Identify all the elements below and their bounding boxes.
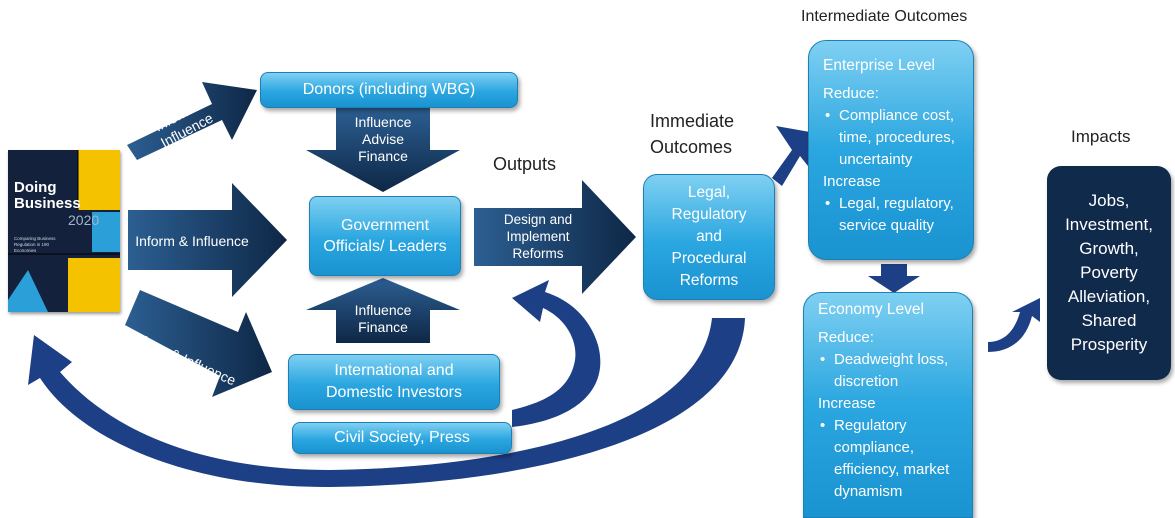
- report-subtitle: Comparing Business Regulation in 190 Eco…: [14, 236, 56, 253]
- investor-influence-line1: Influence: [354, 302, 412, 318]
- government-box: Government Officials/ Leaders: [309, 196, 461, 276]
- donor-influence-text: Influence Advise Finance: [336, 114, 430, 165]
- enterprise-increase-item: Legal, regulatory, service quality: [823, 193, 959, 237]
- inform-arrow-bottom: [125, 290, 272, 397]
- design-reforms-line3: Reforms: [512, 246, 564, 261]
- enterprise-to-economy-arrow: [868, 264, 920, 293]
- impacts-heading: Impacts: [1071, 127, 1131, 146]
- impact-growth: Growth,: [1079, 239, 1139, 258]
- report-title-line1: Doing: [14, 179, 57, 196]
- donor-influence-line2: Advise: [361, 131, 405, 147]
- design-reforms-arrow: [474, 180, 636, 294]
- donors-box: Donors (including WBG): [260, 72, 518, 108]
- economy-reduce: Reduce:: [818, 329, 874, 346]
- enterprise-increase: Increase: [823, 173, 881, 190]
- report-cover: Doing Business 2020 Comparing Business R…: [8, 150, 120, 312]
- design-reforms-line1: Design and: [503, 212, 573, 227]
- impact-prosperity: Prosperity: [1070, 335, 1148, 354]
- inform-label-middle: Inform & Influence: [135, 233, 249, 249]
- inform-arrow-middle: [128, 183, 287, 297]
- investor-influence-arrow: [306, 278, 460, 343]
- report-cover-graphic: [8, 150, 120, 312]
- investors-box: International and Domestic Investors: [288, 354, 500, 410]
- design-reforms-text: Design and Implement Reforms: [478, 211, 598, 262]
- report-year: 2020: [68, 212, 100, 228]
- impact-shared: Shared: [1081, 311, 1137, 330]
- enterprise-reduce-item: Compliance cost, time, procedures, uncer…: [823, 105, 959, 171]
- investors-label: International and Domestic Investors: [325, 362, 463, 401]
- civil-society-label: Civil Society, Press: [334, 429, 470, 446]
- investor-influence-line2: Finance: [358, 319, 408, 335]
- impacts-box: Jobs, Investment, Growth, Poverty Allevi…: [1047, 166, 1171, 380]
- intermediate-outcomes-heading: Intermediate Outcomes: [801, 8, 968, 25]
- civil-society-box: Civil Society, Press: [292, 422, 512, 454]
- impact-alleviation: Alleviation,: [1067, 287, 1151, 306]
- economy-reduce-item: Deadweight loss, discretion: [818, 349, 958, 393]
- investor-influence-text: Influence Finance: [336, 302, 430, 336]
- immediate-outcomes-heading: Immediate Outcomes: [650, 111, 735, 157]
- economy-increase-item: Regulatory compliance, efficiency, marke…: [818, 415, 958, 503]
- enterprise-level-box: Enterprise Level Reduce: Compliance cost…: [808, 40, 974, 260]
- donors-label: Donors (including WBG): [302, 81, 476, 98]
- economy-level-box: Economy Level Reduce: Deadweight loss, d…: [803, 292, 973, 518]
- immediate-to-enterprise-arrow: [772, 126, 810, 186]
- economy-title: Economy Level: [818, 301, 924, 318]
- immediate-outcomes-label: Legal, Regulatory and Procedural Reforms: [671, 184, 747, 289]
- report-title-line2: Business: [14, 195, 81, 212]
- feedback-curve-arrow: [28, 318, 745, 488]
- enterprise-reduce: Reduce:: [823, 85, 879, 102]
- economy-increase: Increase: [818, 395, 876, 412]
- civil-society-curve-arrow: [512, 280, 601, 427]
- inform-arrow-top: [127, 82, 257, 160]
- economy-to-impacts-arrow: [988, 298, 1040, 352]
- government-label: Government Officials/ Leaders: [323, 217, 447, 255]
- immediate-outcomes-box: Legal, Regulatory and Procedural Reforms: [643, 174, 775, 300]
- donor-influence-line3: Finance: [358, 148, 408, 164]
- design-reforms-line2: Implement: [506, 229, 570, 244]
- impact-jobs: Jobs,: [1088, 191, 1130, 210]
- impact-poverty: Poverty: [1080, 263, 1138, 282]
- outputs-heading: Outputs: [493, 154, 557, 174]
- impact-investment: Investment,: [1065, 215, 1153, 234]
- enterprise-title: Enterprise Level: [823, 57, 936, 74]
- donor-influence-line1: Influence: [354, 114, 412, 130]
- donor-influence-arrow: [306, 108, 460, 192]
